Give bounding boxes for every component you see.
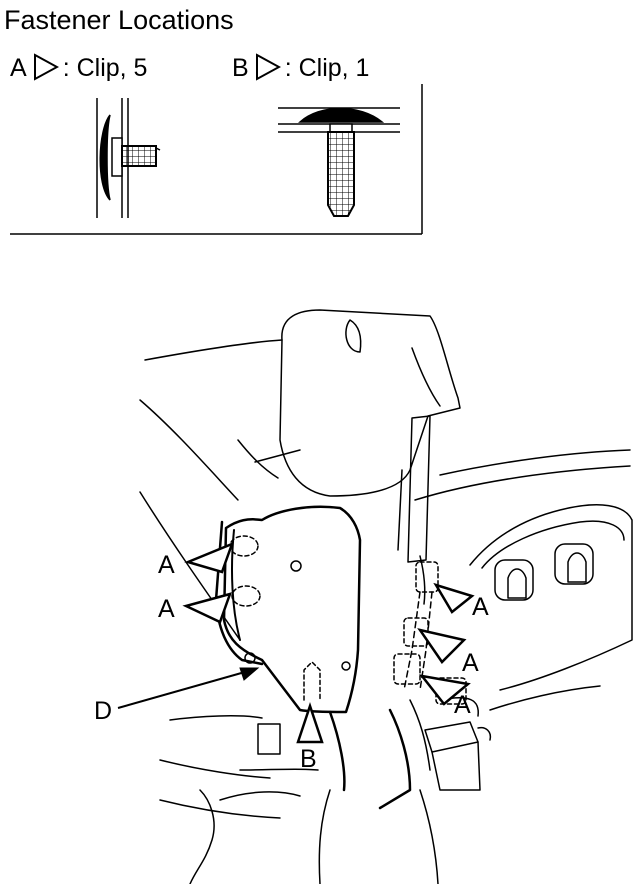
arrow-a-1 xyxy=(184,541,235,574)
page-title: Fastener Locations xyxy=(4,5,234,35)
callout-d: D xyxy=(94,697,113,725)
callout-a-2: A xyxy=(158,595,175,623)
callout-a-1: A xyxy=(158,551,175,579)
clip-b-illustration xyxy=(278,107,400,217)
callout-a-4: A xyxy=(462,649,479,677)
legend-item-b: B : Clip, 1 xyxy=(232,53,369,83)
callout-d-leader xyxy=(117,667,260,709)
clip-a-illustration xyxy=(96,98,161,218)
legend-text-b: : Clip, 1 xyxy=(284,54,370,82)
callout-a-5: A xyxy=(454,691,471,719)
arrow-a-3 xyxy=(433,582,475,614)
legend-letter-a: A xyxy=(10,54,27,82)
arrow-b xyxy=(296,702,324,744)
callout-b: B xyxy=(300,745,317,773)
arrow-a-4 xyxy=(417,628,467,664)
legend-item-a: A : Clip, 5 xyxy=(10,53,147,83)
arrow-a-5 xyxy=(419,674,471,706)
callout-a-3: A xyxy=(472,593,489,621)
clip-arrows xyxy=(182,541,475,744)
legend-text-a: : Clip, 5 xyxy=(62,54,148,82)
arrowhead-icon xyxy=(255,53,281,81)
legend-letter-b: B xyxy=(232,54,249,82)
arrowhead-icon xyxy=(33,53,59,81)
arrow-a-2 xyxy=(182,592,232,624)
legend-box xyxy=(10,84,423,235)
pillar-illustration xyxy=(139,309,633,884)
